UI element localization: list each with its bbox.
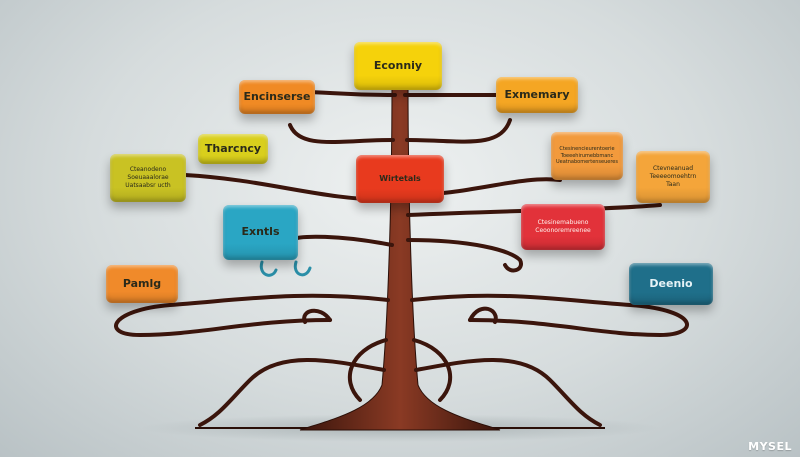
box-center-teal: Exntls xyxy=(223,205,298,260)
box-top-label: Econniy xyxy=(373,58,423,72)
branch-teal xyxy=(288,234,394,247)
branch-lower-left xyxy=(114,293,390,338)
box-mid-left-label: Tharcncy xyxy=(204,141,262,155)
box-lower-left-label: Pamlg xyxy=(122,276,162,290)
box-center-red-label: Wirtetals xyxy=(379,173,421,183)
box-upper-left: Encinserse xyxy=(239,80,315,114)
box-lower-right-label: Deenio xyxy=(649,276,693,290)
branch-root-right xyxy=(414,358,602,427)
box-far-left-line-2: Soeuaaalorae xyxy=(127,173,169,181)
box-right-red: Ctesinemabueno Ceoonoremreenee xyxy=(521,204,605,250)
teal-hook-left xyxy=(259,260,278,277)
box-far-right: Ctevneanuad Teeeeomoehtrn Taan xyxy=(636,151,710,203)
box-center-teal-label: Exntls xyxy=(241,225,280,239)
box-lower-right: Deenio xyxy=(629,263,713,305)
branch-right-curl xyxy=(405,118,512,144)
box-top: Econniy xyxy=(354,42,442,90)
tree-trunk xyxy=(299,79,501,431)
box-center-red: Wirtetals xyxy=(356,155,444,203)
box-far-right-line-1: Ctevneanuad xyxy=(652,164,694,172)
watermark-logo: MYSEL xyxy=(748,440,792,453)
box-right-red-line-1: Ctesinemabueno xyxy=(537,218,589,226)
box-lower-left: Pamlg xyxy=(106,265,178,303)
branch-lower-right xyxy=(410,293,689,338)
box-right-orange-line-1: Ctesinencieurentoerie xyxy=(559,145,615,152)
box-upper-right-label: Exmemary xyxy=(504,87,570,101)
box-far-left-line-3: Uatsaabsr ucth xyxy=(125,182,171,190)
branch-left-curl xyxy=(288,123,395,144)
branch-lower-right-curl xyxy=(468,306,498,324)
branch-red-right xyxy=(406,238,523,273)
box-right-orange-line-3: Ueatnabomertenseueres xyxy=(556,159,618,166)
box-right-orange-line-2: Toeeehirumebbmanc xyxy=(560,152,614,159)
box-mid-left: Tharcncy xyxy=(198,134,268,164)
box-upper-right: Exmemary xyxy=(496,77,578,113)
branch-root-left xyxy=(198,358,386,427)
box-far-right-line-2: Teeeeomoehtrn xyxy=(649,172,697,180)
box-upper-left-label: Encinserse xyxy=(243,89,311,103)
teal-hook-right xyxy=(293,260,312,277)
box-right-red-line-2: Ceoonoremreenee xyxy=(535,227,591,234)
branch-root-mid-right xyxy=(412,338,453,402)
box-right-orange: Ctesinencieurentoerie Toeeehirumebbmanc … xyxy=(551,132,623,180)
box-far-left-line-1: Cteanodeno xyxy=(129,165,167,173)
box-far-right-line-3: Taan xyxy=(666,181,680,189)
branch-root-mid-left xyxy=(347,338,388,402)
box-far-left: Cteanodeno Soeuaaalorae Uatsaabsr ucth xyxy=(110,154,186,202)
branch-lower-left-curl xyxy=(302,308,332,324)
